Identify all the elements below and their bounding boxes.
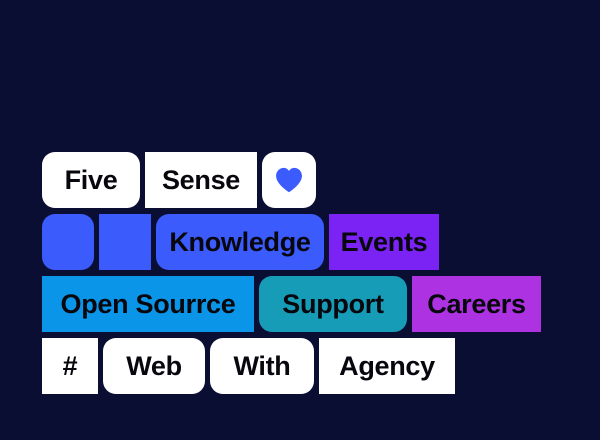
tag-chip-label: Five bbox=[64, 164, 118, 195]
tag-chip-support[interactable]: Support bbox=[259, 276, 407, 332]
tag-row-3: Open Sourrce Support Careers bbox=[42, 276, 541, 332]
tag-chip-label: Sense bbox=[161, 164, 241, 195]
tag-row-1: Five Sense bbox=[42, 152, 316, 208]
tag-row-2: Knowledge Events bbox=[42, 214, 439, 270]
tag-chip-label: Support bbox=[282, 288, 384, 319]
tag-chip-agency[interactable]: Agency bbox=[319, 338, 455, 394]
tag-chip-label: With bbox=[233, 350, 291, 381]
tag-chip-label: Events bbox=[340, 226, 428, 257]
tag-chip-open-sourrce[interactable]: Open Sourrce bbox=[42, 276, 254, 332]
tag-chip-label: Careers bbox=[427, 288, 526, 319]
heart-icon bbox=[276, 167, 302, 193]
tag-cloud: Five Sense Knowledge Events bbox=[42, 152, 541, 394]
tag-chip-events[interactable]: Events bbox=[329, 214, 439, 270]
tag-chip-blank-2[interactable] bbox=[99, 214, 151, 270]
tag-chip-knowledge[interactable]: Knowledge bbox=[156, 214, 324, 270]
tag-chip-label: Web bbox=[126, 350, 182, 381]
tag-chip-label: Agency bbox=[339, 350, 435, 381]
tag-chip-label: # bbox=[62, 350, 78, 381]
tag-chip-label: Open Sourrce bbox=[60, 288, 236, 319]
tag-chip-careers[interactable]: Careers bbox=[412, 276, 541, 332]
tag-chip-web[interactable]: Web bbox=[103, 338, 205, 394]
tag-chip-hash[interactable]: # bbox=[42, 338, 98, 394]
tag-chip-with[interactable]: With bbox=[210, 338, 314, 394]
tag-chip-blank-1[interactable] bbox=[42, 214, 94, 270]
tag-chip-sense[interactable]: Sense bbox=[145, 152, 257, 208]
tag-chip-label: Knowledge bbox=[169, 226, 311, 257]
tag-chip-heart[interactable] bbox=[262, 152, 316, 208]
tag-chip-five[interactable]: Five bbox=[42, 152, 140, 208]
tag-row-4: # Web With Agency bbox=[42, 338, 455, 394]
